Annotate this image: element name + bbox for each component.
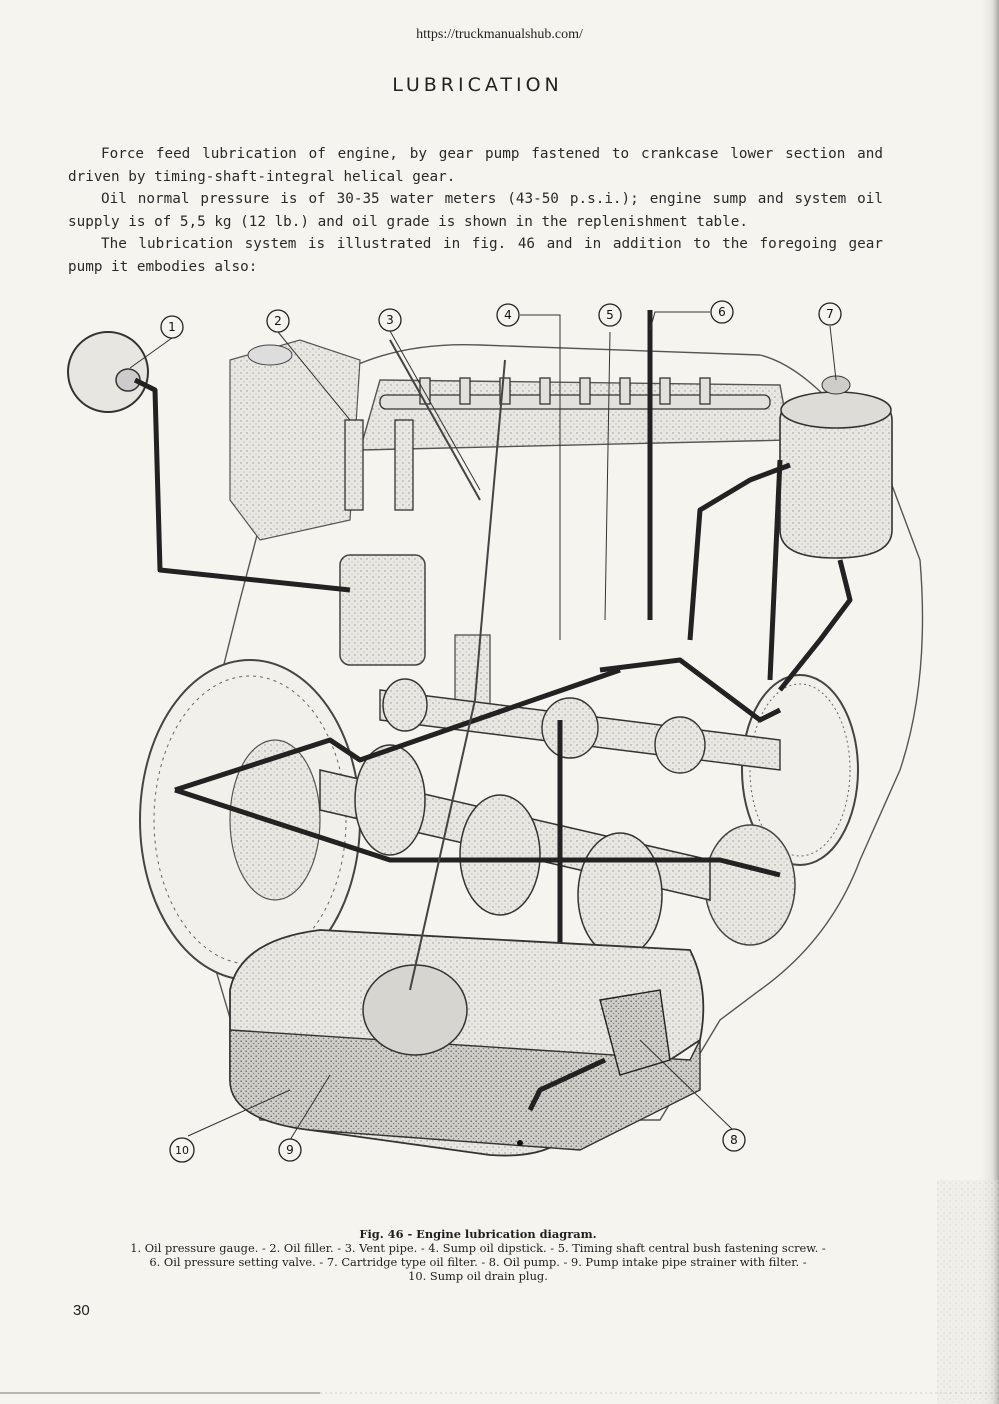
cartridge-oil-filter xyxy=(779,375,893,559)
oil-sump xyxy=(229,929,705,1157)
callout-9: 9 xyxy=(278,1138,302,1162)
oil-pressure-gauge xyxy=(67,331,149,413)
callouts: 1 2 3 4 5 6 7 8 xyxy=(160,300,842,1163)
callout-8: 8 xyxy=(722,1128,746,1152)
callout-3: 3 xyxy=(378,308,402,332)
page-number: 30 xyxy=(73,1302,90,1319)
caption-line-2: 6. Oil pressure setting valve. - 7. Cart… xyxy=(149,1255,807,1269)
callout-leaders xyxy=(129,311,837,1141)
page-title: LUBRICATION xyxy=(392,74,563,96)
callout-10: 10 xyxy=(169,1137,195,1163)
timing-gear xyxy=(704,674,859,946)
source-url: https://truckmanualshub.com/ xyxy=(416,27,583,42)
svg-text:4: 4 xyxy=(504,308,512,322)
svg-text:7: 7 xyxy=(826,307,834,321)
engine-lubrication-diagram: 1 2 3 4 5 6 7 8 xyxy=(67,300,924,1163)
camshaft xyxy=(379,678,781,774)
svg-text:5: 5 xyxy=(606,308,614,322)
bottom-scan-line xyxy=(0,1392,999,1394)
figure-caption: Fig. 46 - Engine lubrication diagram. 1.… xyxy=(68,1227,888,1283)
svg-text:2: 2 xyxy=(274,314,282,328)
body-text: Force feed lubrication of engine, by gea… xyxy=(68,143,883,278)
paragraph-1: Force feed lubrication of engine, by gea… xyxy=(68,146,883,185)
dipstick-and-vent xyxy=(389,339,506,991)
svg-text:6: 6 xyxy=(718,305,726,319)
callout-6: 6 xyxy=(710,300,734,324)
svg-text:10: 10 xyxy=(175,1144,189,1157)
oil-pump xyxy=(527,989,671,1112)
oil-filler-housing xyxy=(229,339,361,541)
caption-line-3: 10. Sump oil drain plug. xyxy=(408,1269,548,1283)
callout-5: 5 xyxy=(598,303,622,327)
callout-4: 4 xyxy=(496,303,520,327)
callout-2: 2 xyxy=(266,309,290,333)
paragraph-2: Oil normal pressure is of 30-35 water me… xyxy=(68,191,883,230)
crankshaft xyxy=(319,744,711,958)
svg-text:3: 3 xyxy=(386,313,394,327)
svg-text:9: 9 xyxy=(286,1143,294,1157)
rocker-assembly xyxy=(344,377,771,511)
scan-edge-shading xyxy=(937,0,999,1404)
svg-text:8: 8 xyxy=(730,1133,738,1147)
paragraph-3: The lubrication system is illustrated in… xyxy=(68,236,883,275)
callout-7: 7 xyxy=(818,302,842,326)
callout-1: 1 xyxy=(160,315,184,339)
caption-line-1: 1. Oil pressure gauge. - 2. Oil filler. … xyxy=(130,1241,826,1255)
svg-text:1: 1 xyxy=(168,320,176,334)
piston xyxy=(339,554,491,706)
caption-title: Fig. 46 - Engine lubrication diagram. xyxy=(359,1227,597,1241)
